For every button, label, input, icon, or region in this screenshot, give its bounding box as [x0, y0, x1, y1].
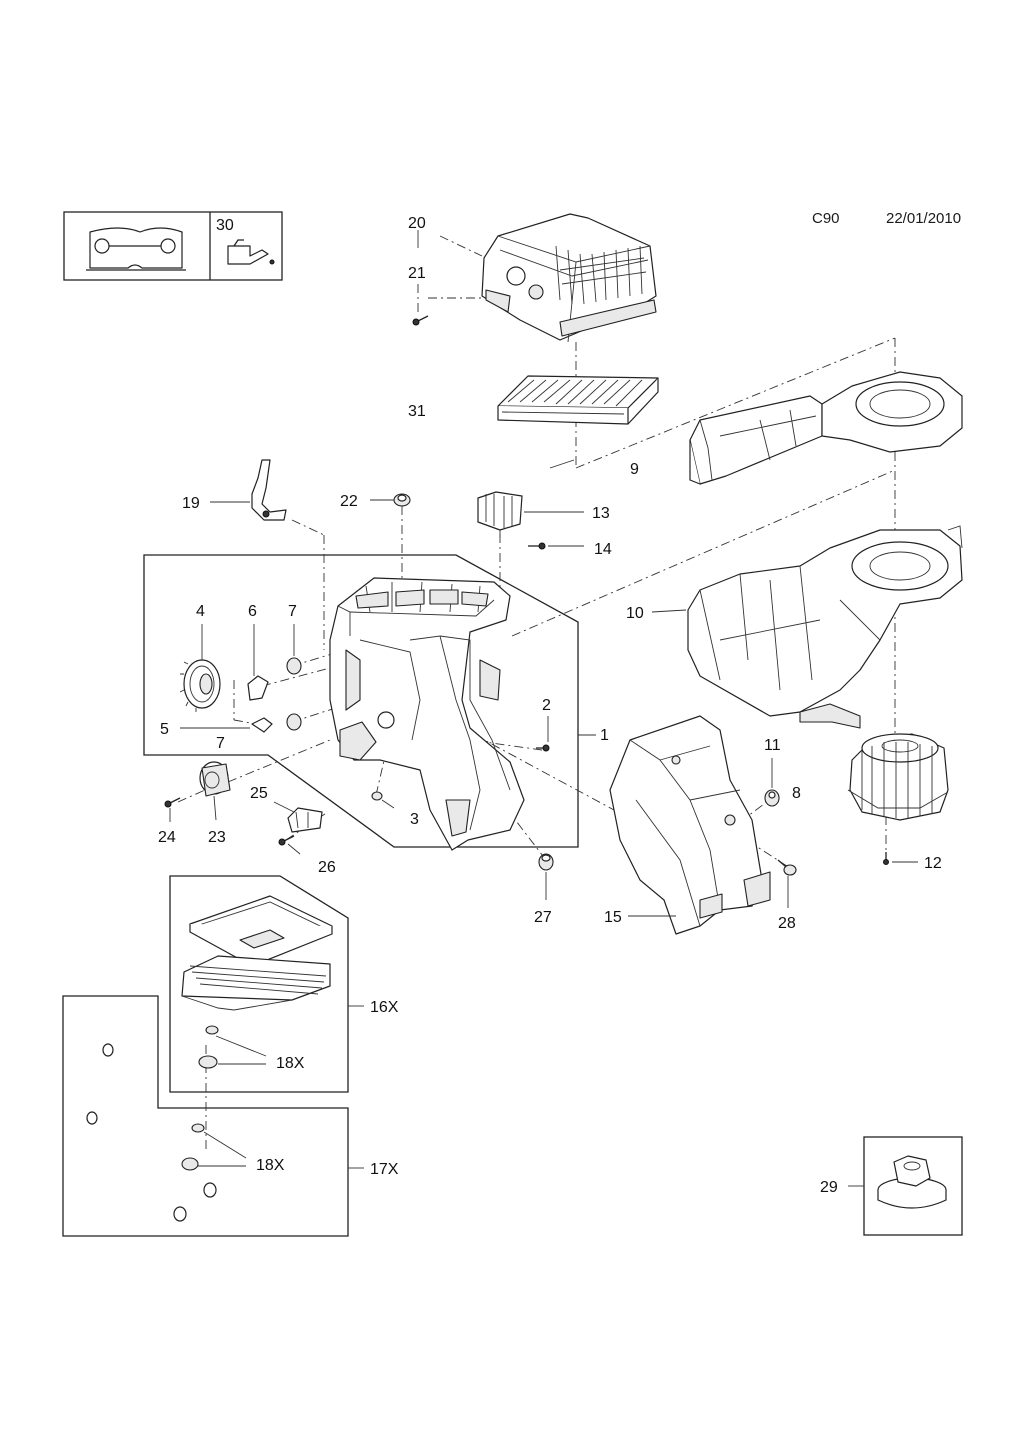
grommet-11: [764, 789, 780, 807]
part-label-22: 22: [340, 493, 358, 510]
part-label-29: 29: [820, 1179, 838, 1196]
flange-nut-29: [877, 1155, 947, 1209]
bushing-7a: [286, 657, 302, 675]
part-label-31: 31: [408, 403, 426, 420]
part-label-14: 14: [594, 541, 612, 558]
screw-21: [412, 315, 429, 326]
actuator-motor-23: [199, 761, 231, 797]
part-label-7a: 7: [288, 603, 297, 620]
blower-housing-lower: [687, 525, 963, 729]
part-label-10: 10: [626, 605, 644, 622]
part-label-30: 30: [216, 217, 234, 234]
part-labels: 20 21 31 9 19 22 13 14 10 4 6 7 5 7 2 1 …: [158, 215, 942, 1196]
leader-lines: [169, 230, 918, 1187]
nut-22: [393, 493, 411, 507]
screw-24: [164, 797, 181, 808]
part-label-7b: 7: [216, 735, 225, 752]
part-label-21: 21: [408, 265, 426, 282]
screw-2: [536, 744, 550, 752]
bushing-7b: [286, 713, 302, 731]
housing-lower-15: [609, 715, 771, 935]
part-label-23: 23: [208, 829, 226, 846]
part-label-18x-b: 18X: [256, 1157, 285, 1174]
part-label-28: 28: [778, 915, 796, 932]
part-label-24: 24: [158, 829, 176, 846]
blower-motor: [847, 733, 949, 821]
diagram-date: 22/01/2010: [886, 210, 962, 227]
oil-can-icon: [227, 239, 275, 265]
part-label-25: 25: [250, 785, 268, 802]
part-label-9: 9: [630, 461, 639, 478]
screw-26: [278, 835, 295, 846]
heater-core-16x: [181, 895, 333, 1069]
actuator-lever-6: [247, 675, 269, 701]
diagram-code: C90: [812, 210, 840, 227]
assembly-frame-1: [143, 554, 579, 848]
part-label-15: 15: [604, 909, 622, 926]
part-label-13: 13: [592, 505, 610, 522]
part-label-11: 11: [764, 737, 781, 754]
part-label-16x: 16X: [370, 999, 399, 1016]
actuator-gear-4: [179, 659, 221, 712]
part-label-26: 26: [318, 859, 336, 876]
evaporator-housing-upper: [481, 213, 657, 343]
part-label-20: 20: [408, 215, 426, 232]
heater-core-frame-16x: [169, 875, 349, 1093]
screw-14: [528, 542, 546, 550]
service-manual-wrench-icon: [86, 227, 186, 271]
actuator-link-19: [251, 459, 287, 521]
part-label-17x: 17X: [370, 1161, 399, 1178]
part-label-12: 12: [924, 855, 942, 872]
bracket-25: [287, 807, 323, 833]
part-label-27: 27: [534, 909, 552, 926]
heater-hoses-17x: [86, 1043, 217, 1224]
hvac-main-housing: [329, 577, 525, 851]
part-label-19: 19: [182, 495, 200, 512]
part-label-1: 1: [600, 727, 609, 744]
blower-duct-upper: [689, 371, 963, 485]
part-label-4: 4: [196, 603, 205, 620]
part-label-5: 5: [160, 721, 169, 738]
icon-box: 30: [63, 211, 283, 281]
part-label-18x-a: 18X: [276, 1055, 305, 1072]
clip-3: [371, 791, 383, 801]
part-label-8: 8: [792, 785, 801, 802]
part-label-6: 6: [248, 603, 257, 620]
plug-27: [538, 853, 554, 871]
heater-hose-frame-17x: [62, 995, 349, 1237]
cabin-air-filter: [497, 375, 659, 425]
screw-28: [777, 859, 797, 876]
blower-resistor: [477, 491, 523, 538]
part-label-2: 2: [542, 697, 551, 714]
screw-12: [883, 852, 889, 865]
part-label-3: 3: [410, 811, 419, 828]
actuator-link-5: [251, 717, 273, 733]
